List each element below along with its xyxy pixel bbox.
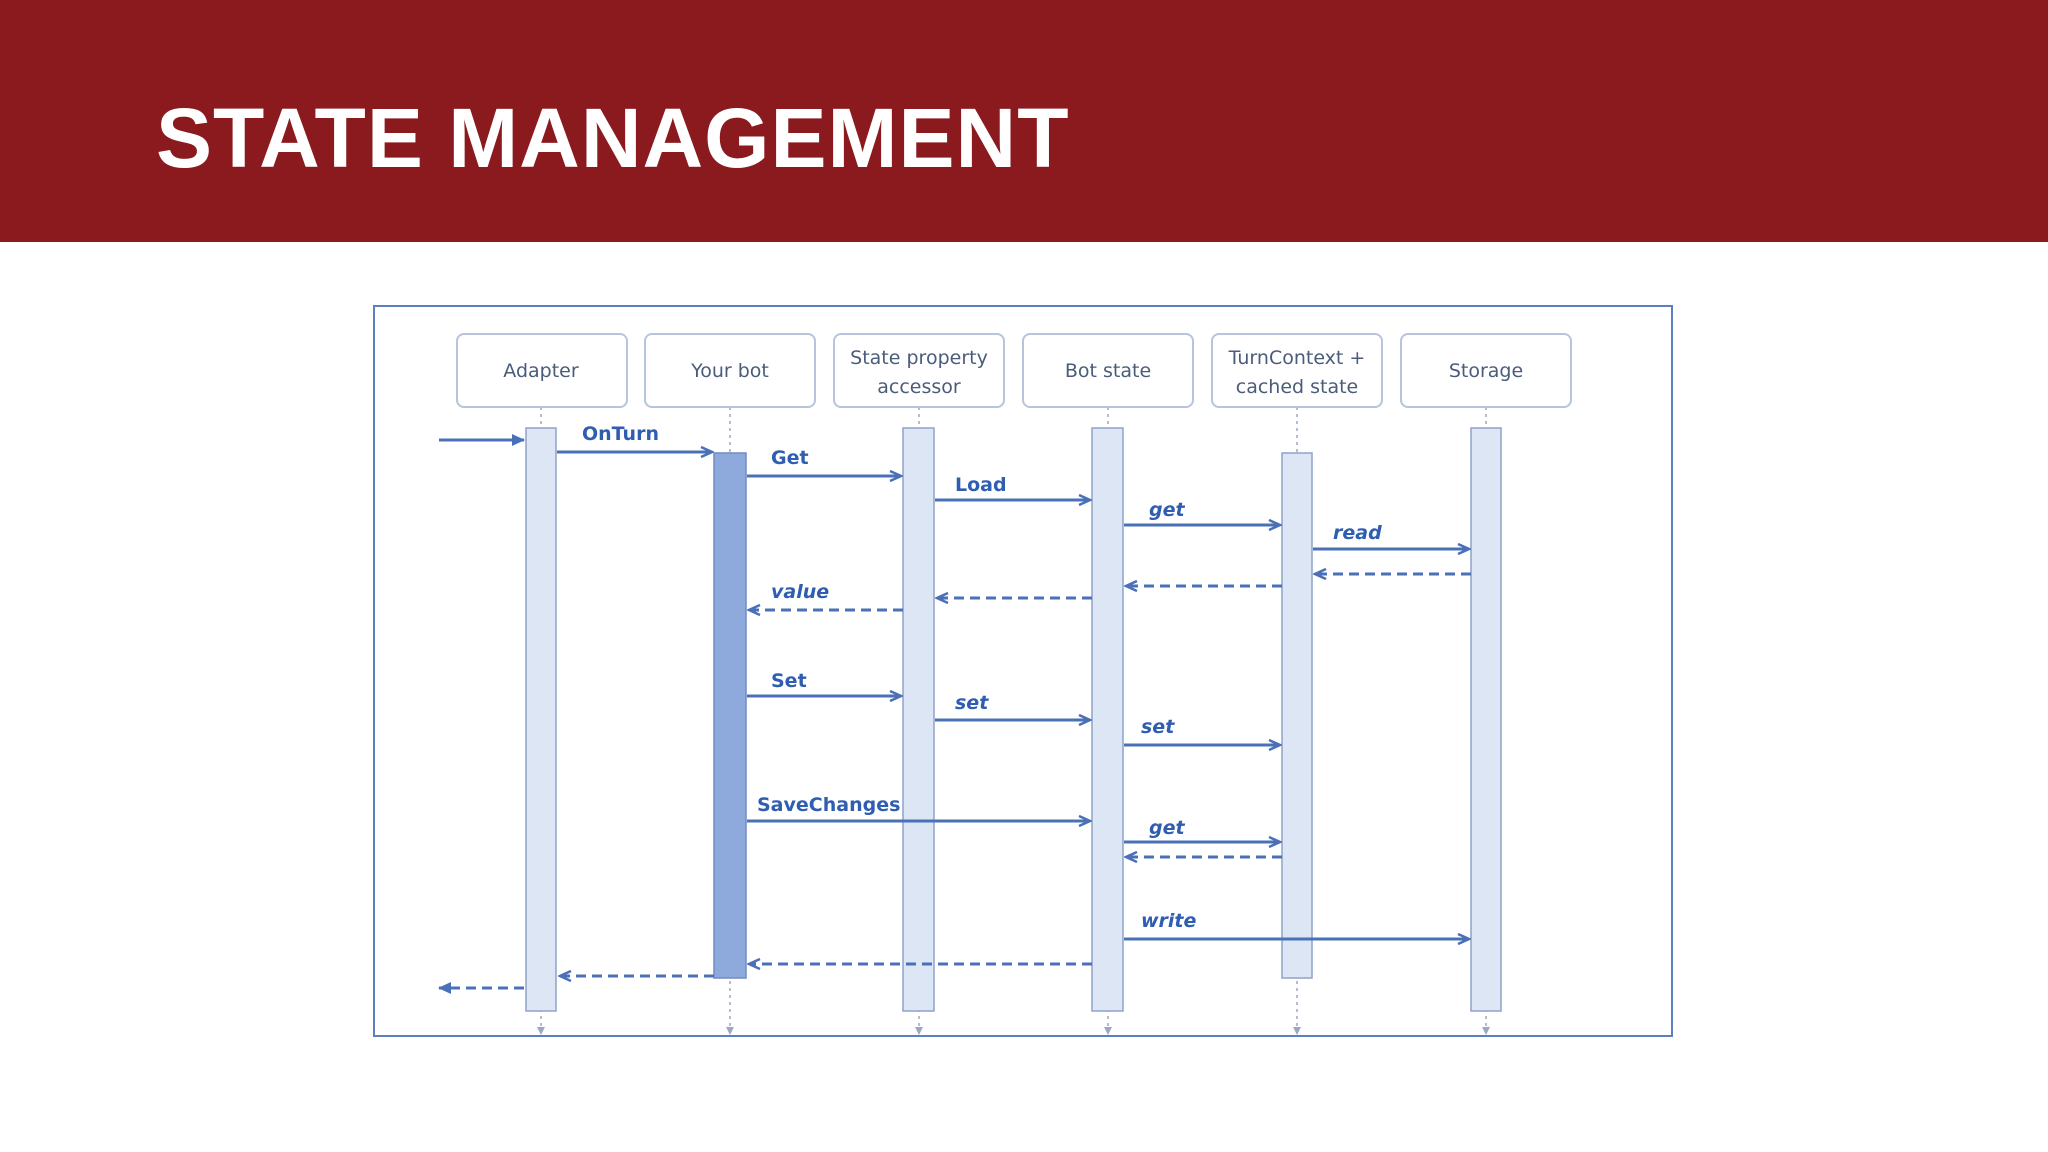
participant-label-storage: Storage: [1449, 360, 1523, 382]
title-bar: STATE MANAGEMENT: [0, 0, 2048, 242]
label-set-botstate: set: [955, 692, 989, 714]
label-read: read: [1333, 522, 1382, 544]
participant-label-accessor-line1: State property: [850, 347, 988, 369]
participant-label-turncontext-line1: TurnContext +: [1228, 347, 1366, 369]
label-write: write: [1141, 910, 1197, 932]
activation-turncontext: [1281, 452, 1313, 979]
activation-storage: [1470, 427, 1502, 1012]
participant-box-adapter: [456, 333, 628, 408]
label-set: Set: [771, 670, 807, 692]
activation-accessor: [902, 427, 935, 1012]
label-set-turncontext: set: [1141, 716, 1175, 738]
participant-box-storage: [1400, 333, 1572, 408]
label-onturn: OnTurn: [582, 423, 659, 445]
participant-label-adapter: Adapter: [503, 360, 579, 382]
participant-box-turncontext: [1211, 333, 1383, 408]
participant-label-bot: Your bot: [690, 360, 769, 382]
participant-box-accessor: [833, 333, 1005, 408]
label-get: Get: [771, 447, 809, 469]
sequence-diagram: Adapter Your bot State property accessor…: [438, 333, 1572, 1035]
label-value: value: [771, 581, 829, 603]
participant-label-botstate: Bot state: [1065, 360, 1151, 382]
label-savechanges: SaveChanges: [757, 794, 900, 816]
participant-box-bot: [644, 333, 816, 408]
activation-bot: [713, 452, 747, 979]
slide-title: STATE MANAGEMENT: [156, 91, 1070, 185]
label-get-save: get: [1149, 817, 1185, 839]
participant-box-botstate: [1022, 333, 1194, 408]
participant-label-accessor-line2: accessor: [877, 376, 961, 398]
label-load: Load: [955, 474, 1007, 496]
participant-label-turncontext-line2: cached state: [1236, 376, 1359, 398]
activation-botstate: [1091, 427, 1124, 1012]
activation-adapter: [525, 427, 557, 1012]
diagram-frame: [373, 305, 1673, 1037]
label-get-turncontext: get: [1149, 499, 1185, 521]
